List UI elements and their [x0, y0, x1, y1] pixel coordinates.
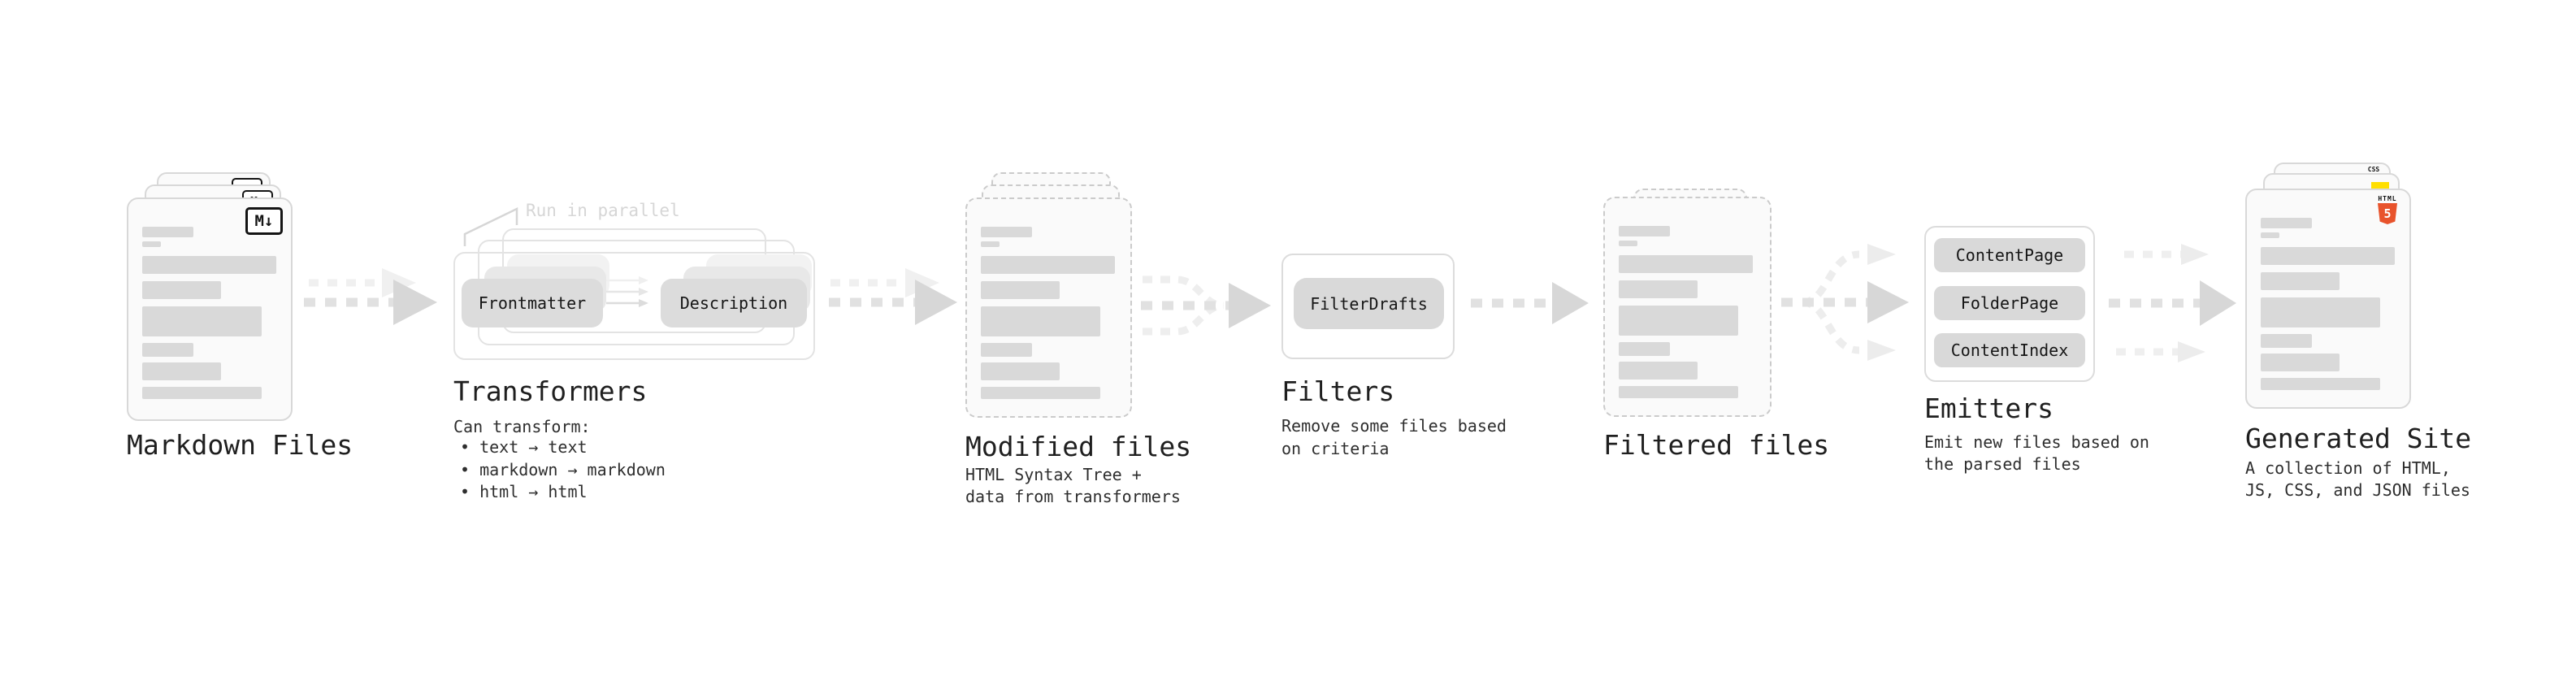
placeholder-bar	[142, 362, 221, 380]
placeholder-bar	[142, 241, 161, 247]
transformer-layer-card	[453, 252, 815, 360]
flow-arrow-filtered-to-emitters	[1781, 244, 1909, 361]
bullet-item: • markdown → markdown	[460, 460, 666, 479]
flow-arrow-markdown-to-transformers	[304, 268, 437, 325]
flow-arrow-filters-to-filtered	[1471, 282, 1589, 324]
stage-title: Markdown Files	[127, 429, 353, 461]
placeholder-bar	[981, 387, 1100, 399]
placeholder-bar	[142, 387, 262, 399]
pill-contentindex: ContentIndex	[1934, 333, 2085, 367]
html5-icon: HTML 5	[2375, 195, 2400, 224]
pill-frontmatter: Frontmatter	[462, 279, 603, 327]
stage-description: A collection of HTML, JS, CSS, and JSON …	[2245, 458, 2470, 501]
pill-contentpage: ContentPage	[1934, 238, 2085, 272]
description-line: Emit new files based on	[1924, 432, 2149, 452]
stage-title: Filters	[1281, 375, 1395, 407]
placeholder-bar	[2261, 378, 2380, 390]
stage-title: Generated Site	[2245, 423, 2472, 454]
placeholder-bar	[142, 256, 276, 274]
placeholder-bar	[2261, 354, 2340, 371]
placeholder-bar	[142, 343, 193, 357]
stage-modified-files: Modified files HTML Syntax Tree + data f…	[965, 163, 1209, 520]
file-card	[965, 197, 1132, 418]
stage-title: Transformers	[453, 375, 648, 407]
placeholder-bar	[2261, 232, 2279, 238]
placeholder-bar	[1619, 226, 1670, 236]
stage-title: Modified files	[965, 431, 1192, 462]
placeholder-bar	[142, 281, 221, 299]
flow-arrow-modified-to-filters	[1141, 275, 1271, 336]
placeholder-bar	[1619, 362, 1698, 380]
placeholder-bar	[142, 306, 262, 336]
placeholder-bar	[981, 256, 1115, 274]
placeholder-bar	[1619, 241, 1637, 246]
placeholder-bar	[2261, 272, 2340, 290]
description-line: A collection of HTML,	[2245, 458, 2451, 478]
run-in-parallel-note: Run in parallel	[526, 201, 680, 220]
description-line: data from transformers	[965, 487, 1181, 506]
stage-transformers: Run in parallel Frontmatter Description …	[453, 195, 827, 520]
stage-emitters: ContentPage FolderPage ContentIndex Emit…	[1924, 226, 2184, 486]
parallel-arrows	[606, 276, 648, 307]
flow-arrow-transformers-to-modified	[829, 268, 957, 325]
description-line: Remove some files based	[1281, 416, 1507, 436]
html5-icon-label: HTML	[2378, 195, 2397, 202]
placeholder-bar	[2261, 297, 2380, 327]
stage-description: Can transform:	[453, 417, 591, 436]
javascript-icon	[2371, 182, 2389, 191]
placeholder-bar	[981, 227, 1032, 237]
stage-title: Emitters	[1924, 393, 2053, 424]
markdown-icon: M↓	[245, 207, 283, 235]
placeholder-bar	[1619, 255, 1753, 273]
stage-description: Emit new files based on the parsed files	[1924, 432, 2149, 475]
stage-description: Remove some files based on criteria	[1281, 414, 1507, 460]
pill-description: Description	[661, 279, 807, 327]
stage-filters: FilterDrafts Filters Remove some files b…	[1281, 254, 1525, 497]
placeholder-bar	[1619, 386, 1738, 398]
placeholder-bar	[981, 343, 1032, 357]
html5-icon-numeral: 5	[2383, 206, 2392, 221]
css-icon-label: CSS	[2367, 166, 2380, 173]
placeholder-bar	[2261, 218, 2312, 228]
stage-generated-site: CSS HTML 5 Generated Site A collection o…	[2245, 163, 2489, 520]
placeholder-bar	[1619, 342, 1670, 356]
placeholder-bar	[1619, 280, 1698, 298]
pill-filterdrafts: FilterDrafts	[1294, 278, 1444, 329]
placeholder-bar	[2261, 334, 2312, 348]
description-line: on criteria	[1281, 439, 1390, 458]
placeholder-bar	[981, 362, 1060, 380]
description-line: HTML Syntax Tree +	[965, 465, 1142, 484]
note-leader-line	[463, 207, 518, 246]
bullet-item: • html → html	[460, 482, 588, 501]
stage-filtered-files: Filtered files	[1603, 189, 1847, 481]
placeholder-bar	[142, 227, 193, 237]
description-line: JS, CSS, and JSON files	[2245, 480, 2470, 500]
placeholder-bar	[1619, 306, 1738, 336]
placeholder-bar	[2261, 247, 2395, 265]
pill-folderpage: FolderPage	[1934, 286, 2085, 320]
file-card: M↓	[127, 197, 293, 421]
placeholder-bar	[981, 241, 1000, 247]
stage-description: HTML Syntax Tree + data from transformer…	[965, 464, 1181, 508]
stage-markdown-files: M↓ M↓ M↓ Markdown Files	[127, 163, 371, 488]
bullet-item: • text → text	[460, 437, 588, 457]
file-card: HTML 5	[2245, 189, 2411, 409]
stage-title: Filtered files	[1603, 429, 1830, 461]
placeholder-bar	[981, 306, 1100, 336]
placeholder-bar	[981, 281, 1060, 299]
file-card	[1603, 197, 1772, 417]
flow-arrow-emitters-to-generated	[2109, 244, 2236, 362]
description-line: the parsed files	[1924, 454, 2081, 474]
